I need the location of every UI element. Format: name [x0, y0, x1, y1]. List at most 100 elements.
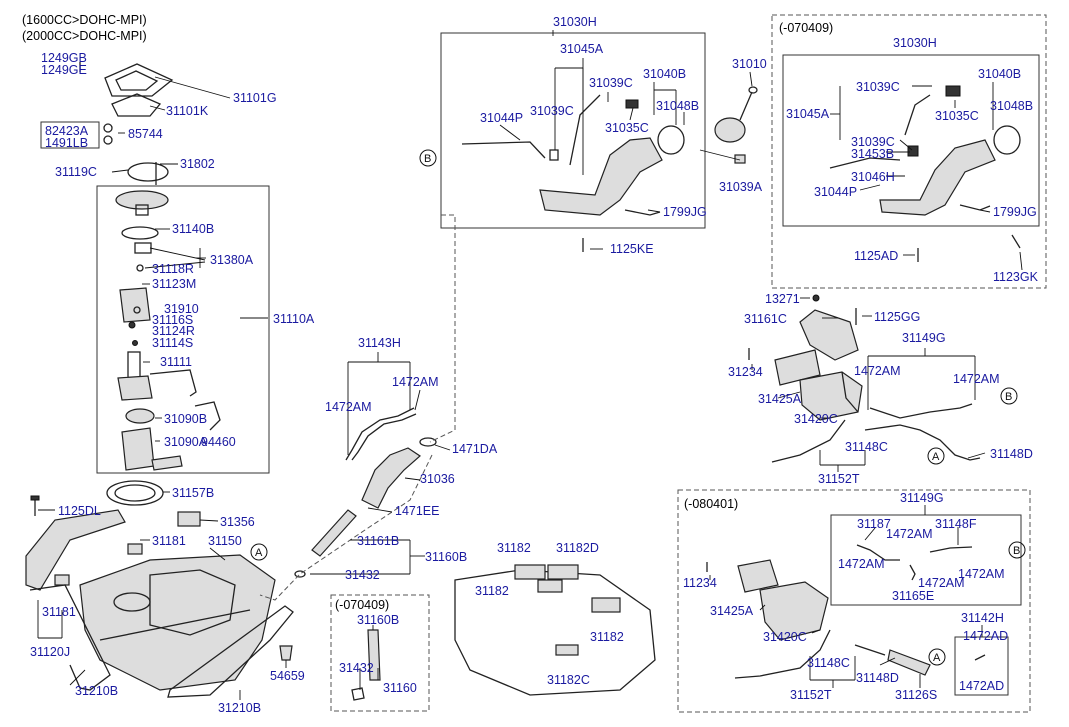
part-label: 31802 [180, 157, 215, 171]
part-label: 31045A [560, 42, 604, 56]
canister-variant-label: (-080401) [684, 497, 738, 511]
routing-line-filler [429, 214, 456, 443]
vapor-hose-group-box [830, 514, 1022, 606]
part-label: 31182 [497, 541, 531, 555]
part-label: 31090B [164, 412, 207, 426]
part-label: 1471DA [452, 442, 498, 456]
fuel-pump-cover-plate [79, 62, 174, 117]
vent-valve-31356 [177, 511, 201, 527]
part-label: 31182D [556, 541, 599, 555]
part-label: 31181 [42, 605, 76, 619]
engine-spec-line-1: (1600CC>DOHC-MPI) [22, 13, 147, 27]
part-label: 31044P [480, 111, 523, 125]
part-label: 31182C [547, 673, 590, 687]
canister-variant-box [677, 489, 1031, 713]
part-label: 31152T [790, 688, 832, 702]
part-label: 31210B [75, 684, 118, 698]
ref-marker-b-1: B [419, 149, 437, 167]
part-label: 31035C [605, 121, 649, 135]
part-label: 1125DL [58, 504, 101, 518]
ref-marker-b-2: B [1000, 387, 1018, 405]
filler-pipe-variant [351, 629, 381, 701]
part-label: 31182 [475, 584, 509, 598]
part-label: 31148F [935, 517, 977, 531]
part-label: 1472AM [886, 527, 933, 541]
leader-lines [37, 30, 1023, 700]
part-label: 31035C [935, 109, 979, 123]
part-label: 54659 [270, 669, 305, 683]
part-label: 31420C [763, 630, 807, 644]
part-label: 31380A [210, 253, 254, 267]
part-label: 31142H [961, 611, 1004, 625]
filler-hose-31036 [361, 437, 437, 509]
part-label: 31111 [160, 355, 192, 369]
svg-text:B: B [1005, 391, 1012, 403]
svg-text:A: A [255, 547, 263, 559]
svg-text:B: B [1013, 545, 1020, 557]
part-label: 31149G [900, 491, 944, 505]
part-label: 1125AD [854, 249, 898, 263]
part-labels: 1249GB 1249GE 31101G 31101K 82423A 1491L… [30, 15, 1039, 715]
ref-marker-a-1: A [250, 543, 268, 561]
part-label: 31039A [719, 180, 763, 194]
part-label: 31119C [55, 165, 97, 179]
nozzle-group-box [954, 636, 1009, 696]
part-label: 31110A [273, 312, 315, 326]
part-label: 1249GE [41, 63, 87, 77]
canister-31420c [799, 371, 863, 421]
part-label: 31432 [345, 568, 380, 582]
part-label: 31143H [358, 336, 401, 350]
filler-neck-variant-box [771, 14, 1047, 289]
ref-marker-a-2: A [927, 447, 945, 465]
part-label: 31356 [220, 515, 255, 529]
part-label: 31039C [589, 76, 633, 90]
part-label: 31148C [845, 440, 888, 454]
svg-text:B: B [424, 153, 431, 165]
routing-line-tank [259, 454, 433, 601]
part-label: 31165E [892, 589, 934, 603]
part-label: 1125KE [610, 242, 654, 256]
part-label: 1472AM [325, 400, 372, 414]
part-label: 31123M [152, 277, 196, 291]
part-label: 31039C [851, 135, 895, 149]
part-label: 1472AD [963, 629, 1008, 643]
svg-text:A: A [932, 451, 940, 463]
part-label: 85744 [128, 127, 163, 141]
part-label: 1799JG [993, 205, 1037, 219]
part-label: 31148C [807, 656, 850, 670]
part-label: 1472AM [854, 364, 901, 378]
filler-neck-variant-assembly [829, 85, 1021, 262]
part-label: 31210B [218, 701, 261, 715]
part-label: 31453B [851, 147, 894, 161]
engine-spec-line-2: (2000CC>DOHC-MPI) [22, 29, 147, 43]
part-label: 31010 [732, 57, 767, 71]
part-label: 31161B [357, 534, 399, 548]
part-label: 31160 [383, 681, 417, 695]
filler-pipe-variant-label: (-070409) [335, 598, 389, 612]
pump-gasket-ring [127, 162, 169, 185]
part-label: 31120J [30, 645, 70, 659]
part-label: 31090A [164, 435, 208, 449]
tank-strap-ring [106, 480, 164, 506]
part-label: 1123GK [993, 270, 1039, 284]
part-label: 31030H [893, 36, 937, 50]
part-label: 31126S [895, 688, 937, 702]
tank-straps [29, 584, 294, 698]
part-label: 1472AM [918, 576, 965, 590]
ref-marker-a-3: A [928, 648, 946, 666]
part-label: 82423A [45, 124, 89, 138]
heat-shield [25, 509, 143, 591]
part-label: 1491LB [45, 136, 88, 150]
fuel-tank-shield-outline [454, 564, 656, 696]
part-label: 31160B [357, 613, 399, 627]
drain-plug-parts [103, 123, 113, 145]
part-label: 31101G [233, 91, 277, 105]
part-label: 31124R [152, 324, 195, 338]
bolt-1125dl [30, 495, 40, 516]
part-label: 31181 [152, 534, 186, 548]
part-label: 31160B [425, 550, 467, 564]
canister-bracket [748, 294, 859, 386]
part-label: 31161C [744, 312, 787, 326]
part-label: 1249GB [41, 51, 87, 65]
